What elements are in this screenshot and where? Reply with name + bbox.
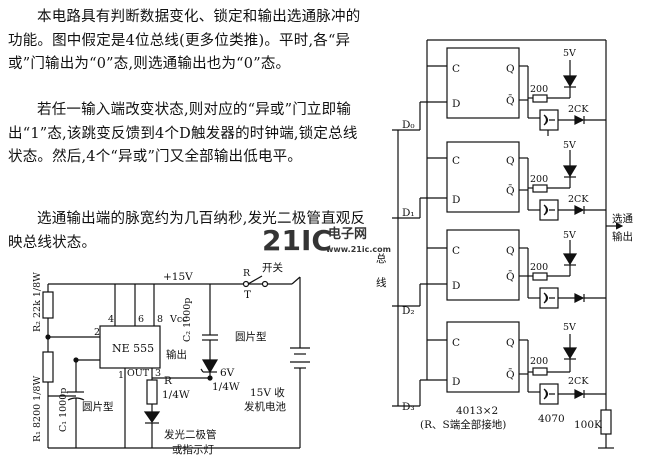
latch-circuit (392, 39, 624, 449)
d1-label: D₁ (402, 207, 415, 219)
ff-stage-0 (446, 47, 520, 119)
ff2-qbar-label: Q̄ (506, 270, 515, 283)
bus-label-2: 线 (376, 276, 387, 289)
switch-t-label: T (244, 289, 251, 301)
r-power-label: 1/4W (162, 389, 190, 401)
pin-1-label: 1 (118, 370, 124, 381)
watermark-url: www.21ic.com (326, 245, 391, 254)
battery-label-2: 发机电池 (244, 400, 286, 413)
pin-6-label: 6 (138, 314, 144, 325)
ff3-qbar-label: Q̄ (506, 368, 515, 381)
led-label: 发光二极管 (164, 428, 217, 441)
ff0-r200-label: 200 (530, 84, 548, 95)
bus-label-1: 总 (376, 252, 387, 265)
vcc-label: Vcc (169, 314, 188, 325)
ff3-c-label: C (452, 337, 460, 349)
pin-8-label: 8 (157, 314, 163, 325)
ff1-5v-label: 5V (563, 140, 576, 151)
d2-label: D₂ (402, 305, 415, 317)
ff2-q-label: Q (506, 245, 515, 257)
ff3-q-label: Q (506, 337, 515, 349)
ff2-d-label: D (452, 280, 460, 292)
ff1-q-label: Q (506, 155, 515, 167)
led-label-2: 或指示灯 (172, 443, 214, 456)
ff1-d-label: D (452, 194, 460, 206)
ff2-c-label: C (452, 245, 460, 257)
ff-part-label: 4013×2 (456, 405, 498, 417)
strobe-label-2: 输出 (612, 230, 633, 243)
ff-stage-1 (446, 141, 520, 213)
r1-label: R₁ 8200 1/8W (32, 376, 43, 442)
output-label: 输出 (166, 348, 187, 361)
c1-type-label: 圆片型 (82, 400, 114, 413)
d3-label: D₃ (402, 401, 415, 413)
ff3-led-label: 2CK (568, 376, 589, 387)
r-label: R (164, 375, 173, 387)
latch-stages (419, 47, 606, 406)
pin-3-label: 3 (155, 368, 161, 379)
ff0-qbar-label: Q̄ (506, 94, 515, 107)
ff2-r200-label: 200 (530, 262, 548, 273)
ff1-led-label: 2CK (568, 194, 589, 205)
c1-label: C₁ 1000p (58, 388, 69, 432)
strobe-label: 选通 (612, 212, 633, 225)
c2-label: C₂ 1000p (182, 298, 193, 342)
out-label: OUT (127, 368, 150, 379)
battery-label: 15V 收 (250, 386, 285, 399)
pin-2-label: 2 (94, 327, 100, 338)
r2-label: R₂ 22k 1/8W (32, 272, 43, 332)
supply-label: +15V (163, 271, 193, 283)
description-paragraph-3: 选通输出端的脉宽约为几百纳秒,发光二极管直观反映总线状态。 (8, 211, 366, 251)
description-paragraph-2: 若任一输入端改变状态,则对应的“异或”门立即输出“1”态,该跳变反馈到4个D触发… (8, 102, 358, 165)
ff0-c-label: C (452, 63, 460, 75)
ff2-5v-label: 5V (563, 230, 576, 241)
ff3-r200-label: 200 (530, 356, 548, 367)
pin-4-label: 4 (108, 314, 114, 325)
ff-stage-2 (446, 229, 520, 301)
latch-labels: C D Q Q̄ 200 5V 2CK D₀ C D Q Q̄ 200 5V 2… (376, 48, 633, 431)
ff0-5v-label: 5V (563, 48, 576, 59)
watermark-logo: 21IC 电子网 www.21ic.com (262, 224, 391, 257)
zener-power-label: 1/4W (212, 381, 240, 393)
ff3-d-label: D (452, 376, 460, 388)
switch-label: 开关 (262, 261, 283, 274)
xor-part-label: 4070 (538, 413, 565, 425)
ff0-d-label: D (452, 98, 460, 110)
ff-stage-3 (446, 321, 520, 393)
ff1-qbar-label: Q̄ (506, 184, 515, 197)
ff0-led-label: 2CK (568, 104, 589, 115)
ff1-r200-label: 200 (530, 174, 548, 185)
ff3-5v-label: 5V (563, 322, 576, 333)
watermark-brand: 21IC (262, 224, 332, 257)
ic-label: NE 555 (112, 342, 154, 355)
ne555-labels: +15V 开关 R T R₂ 22k 1/8W R₁ 8200 1/8W C₁ … (32, 261, 286, 456)
zener-label: 6V (220, 367, 235, 379)
description-paragraph-1: 本电路具有判断数据变化、锁定和输出选通脉冲的功能。图中假定是4位总线(更多位类推… (8, 9, 361, 72)
ne555-circuit (42, 275, 310, 449)
ff-note-label: (R、S端全部接地) (420, 418, 506, 431)
c2-type-label: 圆片型 (235, 330, 267, 343)
ff0-q-label: Q (506, 63, 515, 75)
d0-label: D₀ (402, 119, 415, 131)
r100k-label: 100K (574, 419, 602, 431)
switch-contact-label: R (243, 268, 251, 279)
watermark-cn: 电子网 (328, 226, 367, 242)
ff1-c-label: C (452, 155, 460, 167)
